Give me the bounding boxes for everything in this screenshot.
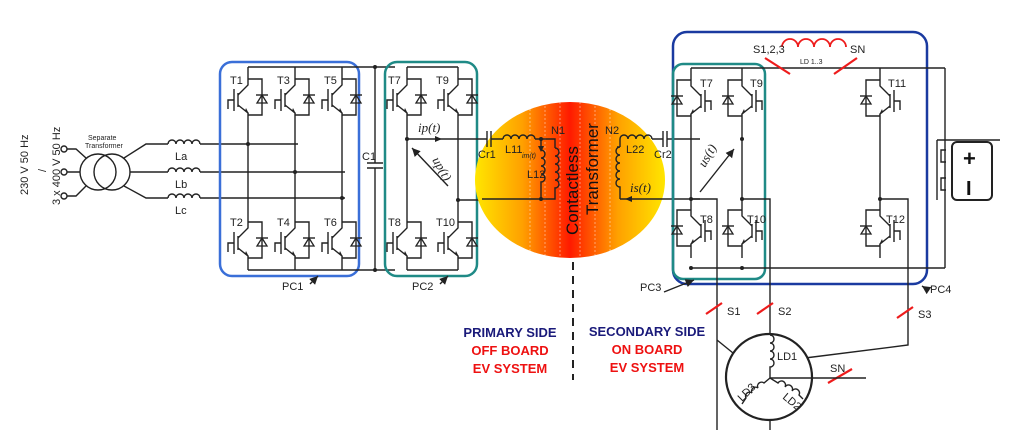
primary-side-title: PRIMARY SIDE (463, 325, 557, 340)
c1-label: C1 (362, 151, 376, 163)
inductor-la: La (175, 151, 188, 163)
dc-link-capacitor: C1 (362, 65, 383, 272)
secondary-side-labels: SECONDARY SIDE ON BOARD EV SYSTEM (589, 324, 706, 375)
pc1-label: PC1 (282, 281, 303, 293)
switch-s1-icon (705, 302, 723, 315)
s1-label: S1 (727, 306, 740, 318)
l11-label: L11 (505, 144, 523, 156)
s2-label: S2 (778, 306, 791, 318)
battery-minus: I (966, 178, 972, 200)
switch-s123-icon (764, 57, 791, 75)
s123-label: S1,2,3 (753, 44, 785, 56)
pc2-t10-label: T10 (436, 217, 455, 229)
secondary-side-line3: EV SYSTEM (610, 360, 684, 375)
pc3-t9-label: T9 (750, 78, 763, 90)
voltage-separator: / (37, 168, 49, 172)
pc3-t7-label: T7 (700, 78, 713, 90)
inductor-lc: Lc (175, 205, 187, 217)
s3-label: S3 (918, 309, 931, 321)
t4-label: T4 (277, 217, 290, 229)
im-current-label: im(t) (522, 153, 536, 160)
primary-side-labels: PRIMARY SIDE OFF BOARD EV SYSTEM (463, 325, 557, 376)
ld-coil-icon (781, 38, 847, 48)
voltage-label-2: 3 x 400 V 50 Hz (51, 127, 63, 205)
secondary-side-title: SECONDARY SIDE (589, 324, 706, 339)
secondary-side-line2: ON BOARD (612, 342, 683, 357)
ld1-label: LD1 (777, 351, 797, 363)
pc3-t8-label: T8 (700, 214, 713, 226)
t2-label: T2 (230, 217, 243, 229)
t1-label: T1 (230, 75, 243, 87)
us-voltage-label: us(t) (695, 141, 720, 169)
ld-inductor-switch: S1,2,3 SN LD 1..3 (753, 38, 865, 75)
pc2-t8-label: T8 (388, 217, 401, 229)
sn-motor-label: SN (830, 363, 845, 375)
separate-transformer: Separate Transformer (79, 135, 131, 191)
primary-side-line3: EV SYSTEM (473, 361, 547, 376)
pc2-t9-label: T9 (436, 75, 449, 87)
cr2-label: Cr2 (654, 149, 672, 161)
t11-label: T11 (888, 78, 906, 90)
inductor-lb: Lb (175, 179, 187, 191)
motor: LD1 LD2 LD3 (716, 332, 866, 422)
pc3-label: PC3 (640, 282, 661, 294)
transformer-label: Transformer (583, 123, 602, 215)
up-voltage-label: up(t) (429, 154, 455, 183)
l12-label: L12 (527, 169, 545, 181)
is-current-label: is(t) (630, 180, 651, 195)
switch-s2-icon (756, 302, 774, 315)
primary-side-line2: OFF BOARD (471, 343, 548, 358)
ip-current-label: ip(t) (418, 120, 440, 135)
battery-plus: + (963, 146, 976, 171)
pc3-border (671, 62, 767, 281)
ld13-label: LD 1..3 (800, 59, 823, 66)
pc4-label: PC4 (930, 284, 951, 296)
t5-label: T5 (324, 75, 337, 87)
switch-s3-icon (896, 306, 914, 319)
pc1-border (218, 60, 361, 278)
transformer-label-1: Separate (88, 135, 117, 142)
t6-label: T6 (324, 217, 337, 229)
t12-label: T12 (886, 214, 905, 226)
t3-label: T3 (277, 75, 290, 87)
transformer-heat-ellipse (475, 102, 665, 258)
battery: + I (936, 139, 1000, 201)
switch-sn-motor-icon (827, 368, 853, 384)
voltage-label-1: 230 V 50 Hz (19, 134, 31, 195)
pc4-converter: T11 T12 PC4 (804, 67, 951, 359)
cr1-label: Cr1 (478, 149, 496, 161)
motor-switches: S1 S2 S3 SN (705, 302, 931, 384)
transformer-label-2: Transformer (85, 143, 124, 150)
pc2-t7-label: T7 (388, 75, 401, 87)
switch-sn-top-icon (833, 57, 858, 75)
contactless-transformer: Cr1 L11 im(t) L12 N1 Contactless Transfo… (475, 102, 700, 380)
sn-top-label: SN (850, 44, 865, 56)
n1-label: N1 (551, 125, 565, 137)
l22-label: L22 (626, 144, 644, 156)
pc2-label: PC2 (412, 281, 433, 293)
pc1-converter: T1 T3 T5 T2 T4 T6 PC1 (218, 60, 395, 293)
pc3-t10-label: T10 (747, 214, 766, 226)
n2-label: N2 (605, 125, 619, 137)
contactless-label: Contactless (563, 146, 582, 235)
